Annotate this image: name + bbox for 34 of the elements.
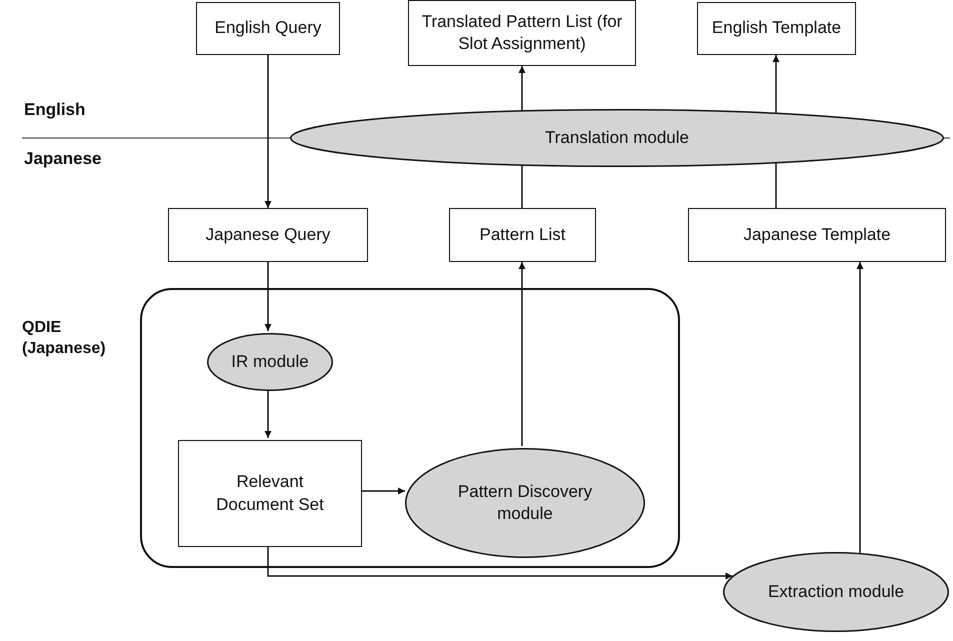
arrow bbox=[264, 389, 272, 438]
node-label: English Template bbox=[712, 17, 842, 40]
node-label: Translated Pattern List (for Slot Assignment) bbox=[420, 10, 624, 55]
node-label: Translation module bbox=[545, 126, 689, 149]
node-label: IR module bbox=[231, 350, 309, 373]
node-label: Japanese Template bbox=[743, 224, 891, 246]
arrow bbox=[856, 262, 864, 553]
group-label: QDIE (Japanese) bbox=[22, 318, 107, 359]
process-box bbox=[697, 2, 856, 55]
language-label: English bbox=[24, 100, 86, 120]
arrow bbox=[772, 55, 780, 113]
arrow bbox=[360, 488, 405, 494]
node-label: Relevant Document Set bbox=[215, 471, 325, 516]
arrow bbox=[518, 262, 526, 446]
node-label: English Query bbox=[214, 17, 322, 40]
arrow bbox=[264, 55, 272, 208]
node-label: Pattern Discovery module bbox=[456, 480, 594, 525]
node-label: Pattern List bbox=[480, 224, 566, 246]
arrow bbox=[267, 545, 732, 580]
process-box bbox=[168, 208, 368, 262]
module-ellipse bbox=[290, 109, 944, 167]
module-ellipse bbox=[723, 552, 949, 632]
process-box bbox=[196, 2, 340, 55]
process-box bbox=[449, 208, 596, 262]
arrow bbox=[518, 66, 526, 110]
process-box bbox=[178, 440, 362, 547]
language-label: Japanese bbox=[24, 149, 102, 169]
process-box bbox=[688, 208, 946, 262]
process-box bbox=[408, 0, 636, 66]
node-label: Japanese Query bbox=[206, 224, 330, 246]
arrow bbox=[264, 262, 272, 331]
module-ellipse bbox=[207, 333, 333, 391]
node-label: Extraction module bbox=[768, 580, 904, 603]
module-ellipse bbox=[405, 448, 645, 558]
